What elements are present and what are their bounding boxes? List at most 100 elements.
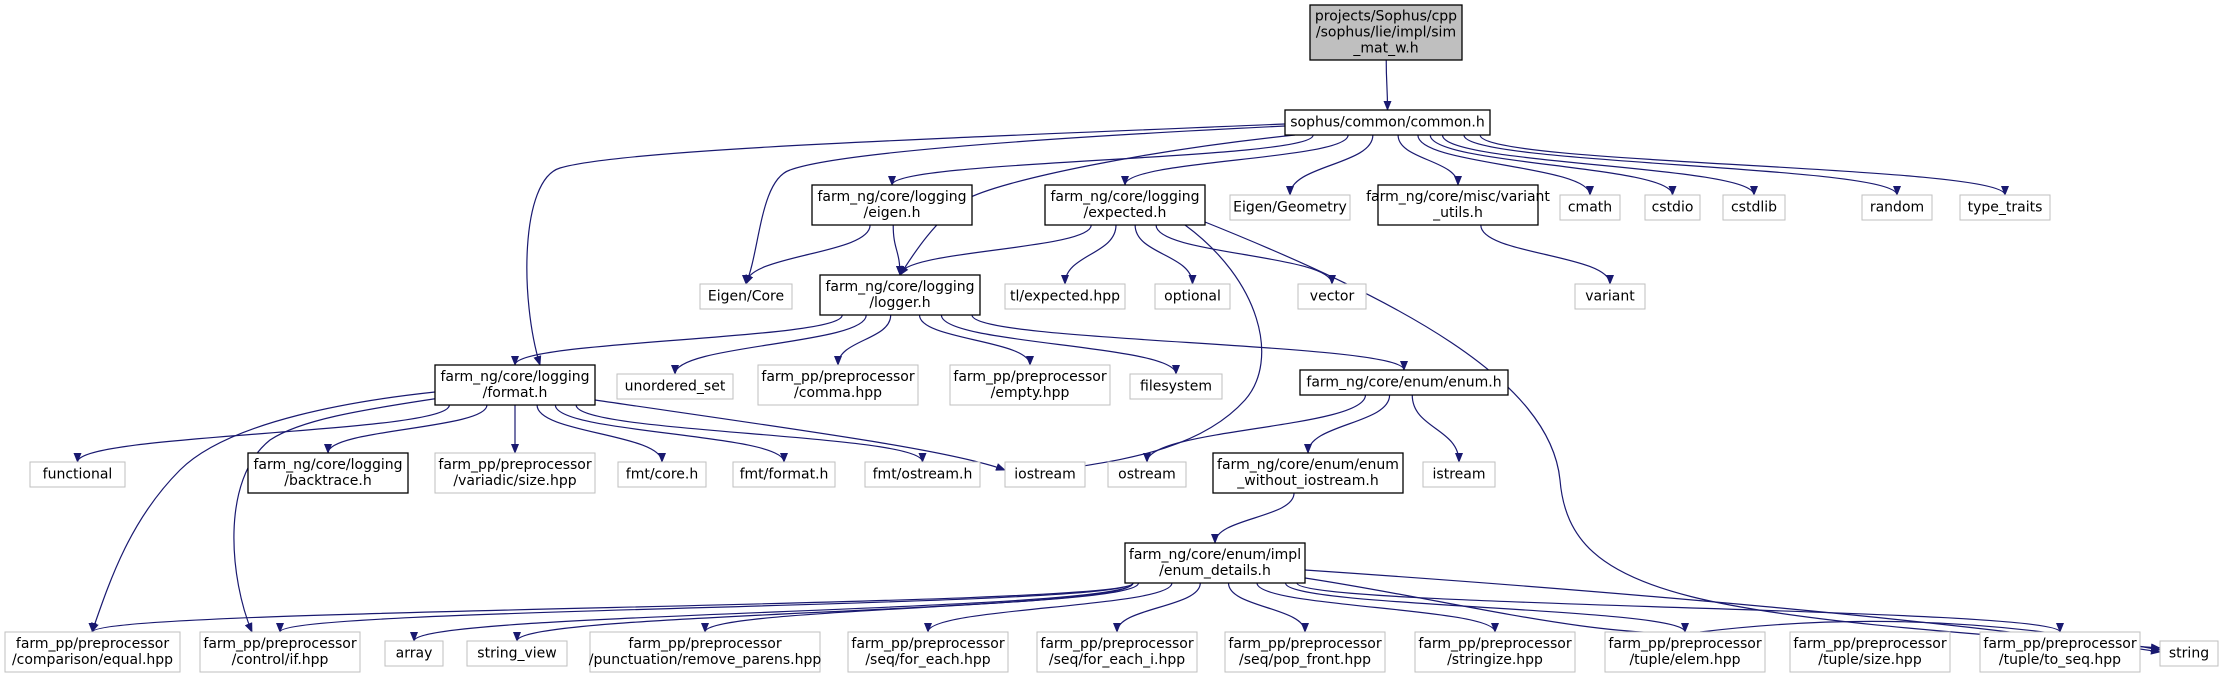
node-box [1979,631,2141,673]
edge-log_expected-to-tl_expected [1061,224,1117,285]
node-box [1574,283,1646,310]
node-label-line: type_traits [1968,200,2043,216]
node-label-line: iostream [1014,467,1076,483]
node-box [757,364,919,406]
node-box [616,373,734,400]
node-label-line: tl/expected.hpp [1010,289,1120,305]
node-box [434,364,596,406]
node-box [1004,461,1086,488]
edge-common-to-variant_utils [1397,134,1462,186]
node-label-line: farm_ng/core/logging [440,369,589,385]
node-label-line: farm_ng/core/logging [1050,189,1199,205]
node-pp-control-if: farm_pp/preprocessor/control/if.hpp [199,631,361,673]
node-label-line: array [396,646,433,662]
node-log-eigen[interactable]: farm_ng/core/logging/eigen.h [811,184,973,226]
node-label-line: farm_ng/core/enum/impl [1129,547,1301,563]
node-label-line: farm_pp/preprocessor [438,457,591,473]
edge-common-to-log_expected [1121,134,1349,186]
node-pp-for-each-i: farm_pp/preprocessor/seq/for_each_i.hpp [1036,631,1198,673]
node-pp-empty: farm_pp/preprocessor/empty.hpp [949,364,1111,406]
node-optional: optional [1154,283,1231,310]
edge-format-to-fmt_format [554,404,788,463]
node-variant-utils[interactable]: farm_ng/core/misc/variant_utils.h [1366,184,1550,226]
node-label-line: /expected.h [1084,205,1167,221]
node-box [384,640,444,667]
edge-variant_utils-to-variant [1480,224,1614,285]
edge-logger-to-pp_empty [918,314,1034,366]
node-box [1154,283,1231,310]
node-label-line: /enum_details.h [1159,563,1271,579]
node-box [199,631,361,673]
edge-format-to-pp_cmp_equal [91,391,436,633]
edge-log_expected-to-string [1199,219,2161,652]
edge-enum_details-to-pp_control_if [276,582,1134,633]
node-label-line: farm_ng/core/logging [253,457,402,473]
node-enum-without-iostream[interactable]: farm_ng/core/enum/enum_without_iostream.… [1212,452,1404,494]
node-box [1377,184,1539,226]
edge-format-to-fmt_ostream [575,404,927,463]
node-common[interactable]: sophus/common/common.h [1284,109,1491,136]
node-format[interactable]: farm_ng/core/logging/format.h [434,364,596,406]
node-pp-pop-front: farm_pp/preprocessor/seq/pop_front.hpp [1224,631,1386,673]
node-label-line: farm_pp/preprocessor [1983,636,2136,652]
node-fmt-format: fmt/format.h [732,461,836,488]
edge-format-to-pp_control_if [233,397,441,633]
node-box [1789,631,1951,673]
edge-common-to-type_traits [1479,134,2009,196]
node-label-line: farm_pp/preprocessor [1040,636,1193,652]
node-label-line: /tuple/elem.hpp [1629,652,1740,668]
node-box [1229,194,1351,221]
edge-log_expected-to-optional [1134,224,1197,285]
node-label-line: farm_pp/preprocessor [1608,636,1761,652]
node-enum-details[interactable]: farm_ng/core/enum/impl/enum_details.h [1124,542,1306,584]
edge-enum_details-to-pp_stringize [1256,582,1499,633]
edge-format-to-functional [73,404,450,463]
node-box [732,461,836,488]
edge-common-to-format [526,123,1286,366]
node-box [1722,194,1786,221]
node-label-line: /logger.h [869,295,930,311]
node-label-line: farm_ng/core/misc/variant [1366,189,1550,205]
node-box [1036,631,1198,673]
node-box [1224,631,1386,673]
edge-log_expected-to-vector [1155,224,1336,285]
edge-enum_details-to-pp_tuple_to_seq [1296,582,2064,633]
node-pp-variadic-size: farm_pp/preprocessor/variadic/size.hpp [434,452,596,494]
edge-common-to-cstdio [1429,134,1677,196]
node-label-line: /seq/for_each_i.hpp [1049,652,1185,668]
edge-common-to-eigen_core [745,125,1286,285]
node-box [811,184,973,226]
node-label-line: farm_pp/preprocessor [761,369,914,385]
node-label-line: functional [43,467,113,483]
edge-common-to-cmath [1417,134,1594,196]
edge-enum_details-to-pp_for_each_i [1113,582,1201,633]
node-box [589,631,821,673]
node-pp-comma: farm_pp/preprocessor/comma.hpp [757,364,919,406]
node-label-line: cmath [1568,200,1612,216]
edge-common-to-eigen_geometry [1286,134,1374,196]
node-eigen-geometry: Eigen/Geometry [1229,194,1351,221]
edge-enum_h-to-ostream [1143,394,1367,463]
node-eigen-core: Eigen/Core [699,283,793,310]
node-box [1414,631,1576,673]
node-iostream: iostream [1004,461,1086,488]
edge-log_expected-to-iostream [1069,224,1263,471]
node-label-line: /sophus/lie/impl/sim [1316,25,1456,41]
node-label-line: /empty.hpp [991,385,1070,401]
node-pp-for-each: farm_pp/preprocessor/seq/for_each.hpp [847,631,1009,673]
node-vector: vector [1297,283,1367,310]
edge-enum_h-to-istream [1411,394,1463,463]
node-logger[interactable]: farm_ng/core/logging/logger.h [819,274,981,316]
node-box [1309,4,1463,61]
node-label-line: fmt/core.h [626,467,698,483]
node-label-line: farm_pp/preprocessor [1793,636,1946,652]
node-log-expected[interactable]: farm_ng/core/logging/expected.h [1044,184,1206,226]
node-label-line: farm_pp/preprocessor [16,636,169,652]
node-backtrace[interactable]: farm_ng/core/logging/backtrace.h [247,452,409,494]
node-pp-remove-parens: farm_pp/preprocessor/punctuation/remove_… [589,631,821,673]
node-root[interactable]: projects/Sophus/cpp/sophus/lie/impl/sim_… [1309,4,1463,61]
node-label-line: /comparison/equal.hpp [12,652,173,668]
node-enum-h[interactable]: farm_ng/core/enum/enum.h [1299,369,1509,396]
node-istream: istream [1422,461,1496,488]
node-box [4,631,181,673]
